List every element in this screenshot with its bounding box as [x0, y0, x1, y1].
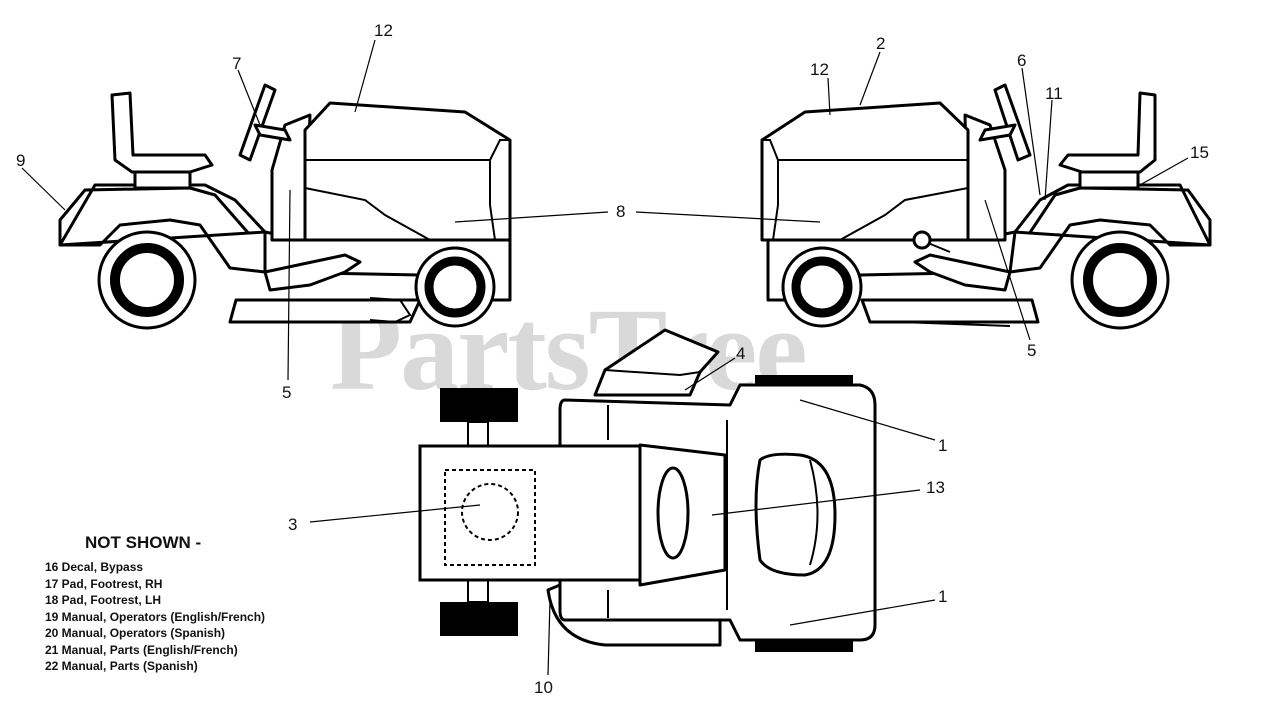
- not-shown-item: 21 Manual, Parts (English/French): [45, 642, 238, 657]
- callout-1-upper: 1: [938, 436, 948, 455]
- right-mower-steering-wheel: [993, 83, 1032, 162]
- leader-lines: [21, 39, 1189, 676]
- callout-6: 6: [1017, 51, 1027, 70]
- discharge-chute: [593, 328, 720, 397]
- callout-8: 8: [616, 202, 626, 221]
- left-mower-steering-wheel: [238, 83, 277, 162]
- left-mower-seat: [110, 91, 214, 174]
- callout-1-lower: 1: [938, 587, 948, 606]
- right-mower: [760, 83, 1212, 330]
- right-mower-hood: [760, 101, 970, 242]
- top-view-front-tire-lower: [440, 602, 518, 636]
- left-mower-body-base: [58, 218, 267, 274]
- left-mower-hood: [303, 101, 512, 242]
- not-shown-item: 19 Manual, Operators (English/French): [45, 609, 266, 624]
- callout-12-left: 12: [374, 21, 393, 40]
- not-shown-item: 22 Manual, Parts (Spanish): [45, 659, 198, 673]
- left-mower-dash: [270, 113, 312, 242]
- right-mower-footrest: [913, 253, 1012, 292]
- top-view-hood: [418, 444, 642, 582]
- callout-10: 10: [534, 678, 553, 697]
- not-shown-item: 16 Decal, Bypass: [45, 560, 144, 574]
- top-view-front-tire-upper: [440, 388, 518, 422]
- top-view-rear-tire-lower: [755, 640, 853, 652]
- not-shown-title: NOT SHOWN -: [85, 533, 202, 552]
- not-shown-item: 20 Manual, Operators (Spanish): [45, 626, 226, 640]
- right-mower-lever-knob: [912, 230, 932, 250]
- callout-3: 3: [288, 515, 298, 534]
- callout-15: 15: [1190, 143, 1209, 162]
- top-view-steering-wheel: [656, 466, 690, 560]
- callout-13: 13: [926, 478, 945, 497]
- not-shown-item: 18 Pad, Footrest, LH: [45, 593, 162, 607]
- callout-12-right: 12: [810, 60, 829, 79]
- top-view-mower: [418, 328, 877, 652]
- right-mower-dash: [963, 113, 1007, 242]
- callout-5-right: 5: [1027, 341, 1037, 360]
- callout-9: 9: [16, 151, 26, 170]
- callout-11: 11: [1045, 84, 1063, 103]
- left-mower-deck: [228, 298, 422, 324]
- not-shown-item: 17 Pad, Footrest, RH: [45, 576, 163, 591]
- not-shown-list: NOT SHOWN - 16 Decal, Bypass 17 Pad, Foo…: [45, 533, 265, 675]
- callout-7: 7: [232, 54, 242, 73]
- top-view-seat: [754, 452, 837, 577]
- left-mower: [58, 83, 512, 330]
- callout-4: 4: [736, 344, 746, 363]
- callout-2: 2: [876, 34, 886, 53]
- right-mower-seat: [1058, 91, 1157, 174]
- right-mower-deck: [860, 298, 1040, 324]
- callout-5-left: 5: [282, 383, 292, 402]
